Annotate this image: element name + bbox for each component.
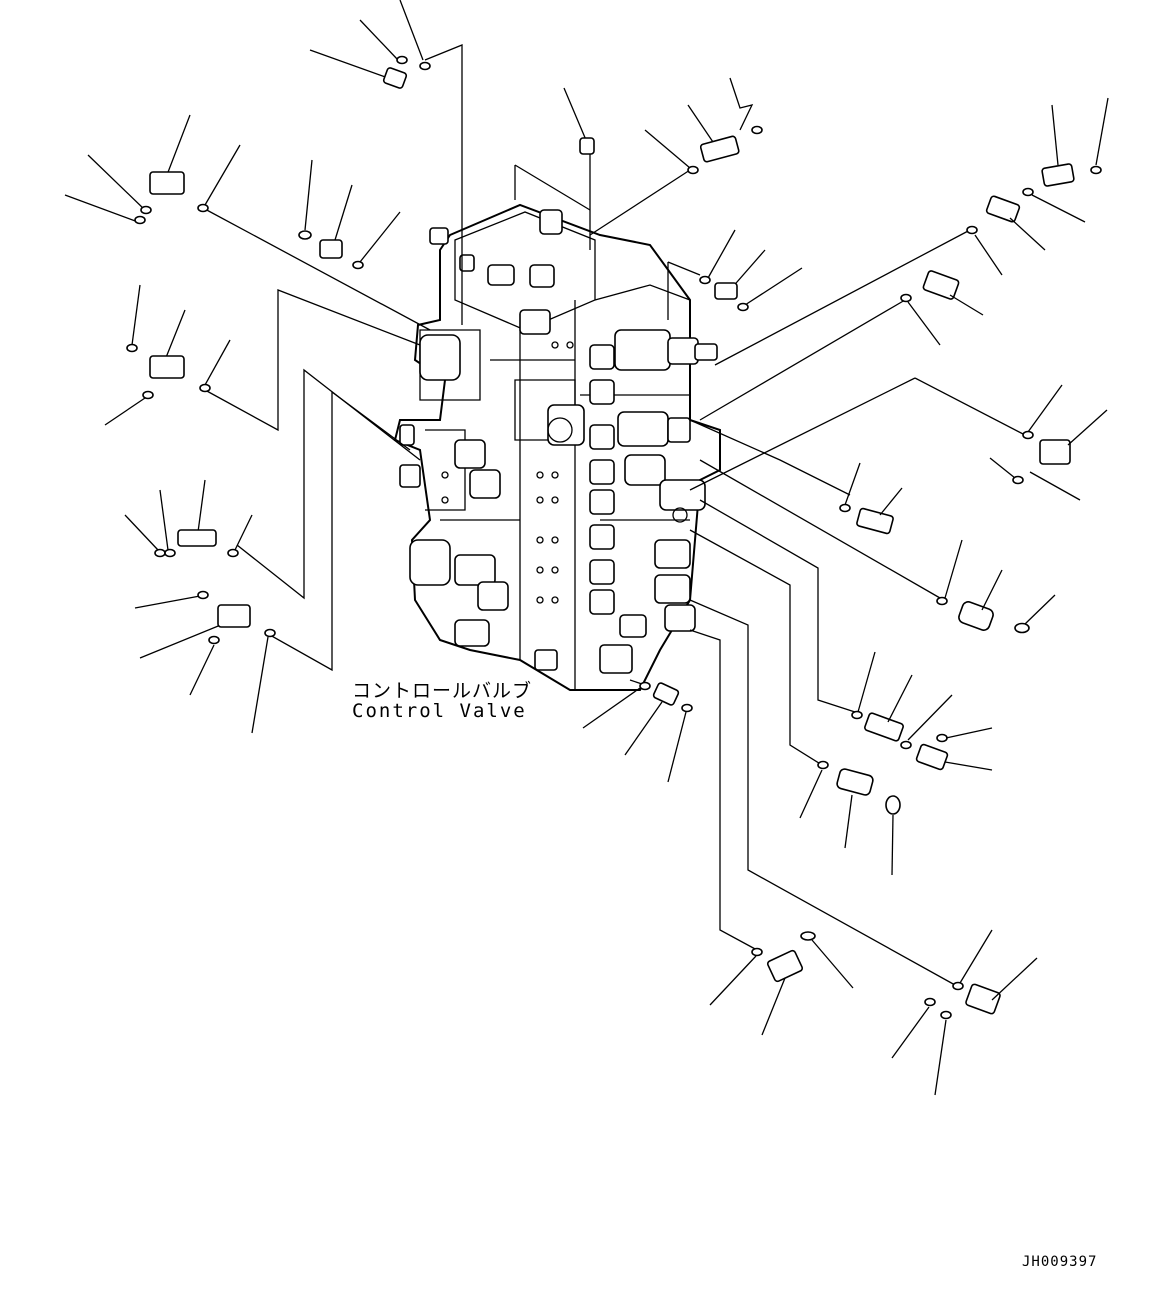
leader-lines	[202, 44, 1026, 986]
hydraulic-fitting-icon	[891, 929, 1038, 1096]
solenoid-fitting-icon	[104, 284, 231, 426]
hydraulic-fitting-icon	[309, 0, 431, 89]
hydraulic-fitting-icon	[298, 159, 401, 270]
parts	[64, 0, 1109, 1096]
control-valve-body-icon	[393, 203, 721, 691]
component-label-english: Control Valve	[352, 700, 527, 722]
hydraulic-fitting-icon	[124, 479, 253, 558]
drawing-id: JH009397	[1022, 1254, 1098, 1270]
solenoid-fitting-icon	[64, 114, 241, 225]
elbow-fitting-icon	[989, 384, 1108, 501]
hydraulic-fitting-icon	[134, 590, 276, 734]
hydraulic-fitting-icon	[563, 77, 763, 175]
hydraulic-fitting-icon	[582, 681, 693, 783]
hydraulic-fitting-icon	[799, 651, 993, 876]
elbow-fitting-icon	[709, 931, 854, 1036]
hydraulic-fitting-icon	[966, 97, 1109, 276]
component-label-japanese: コントロールバルブ	[352, 680, 533, 702]
hydraulic-fitting-icon	[699, 229, 984, 346]
hydraulic-fitting-icon	[839, 462, 1056, 634]
